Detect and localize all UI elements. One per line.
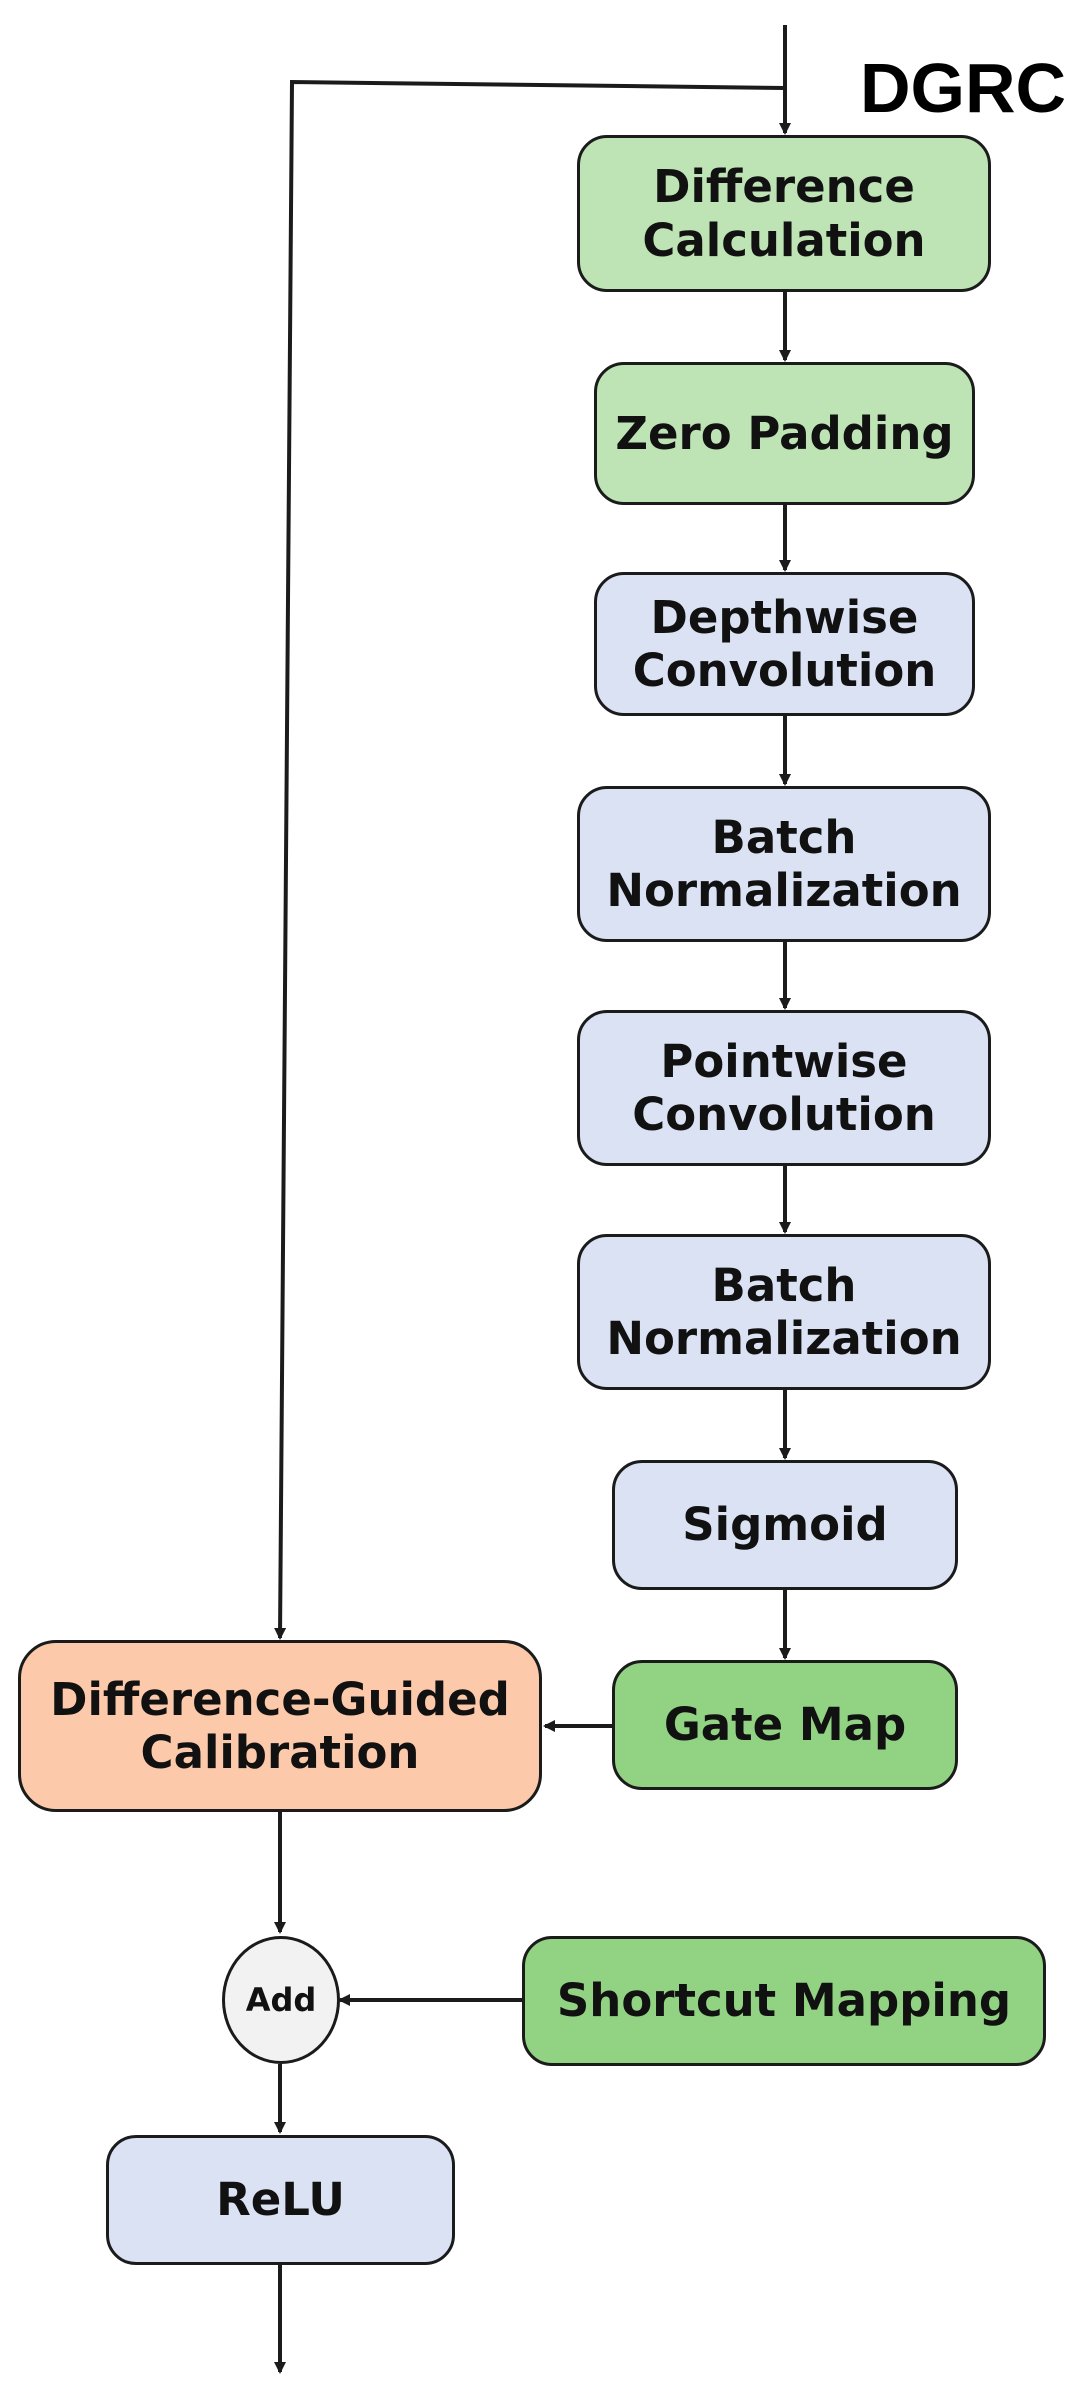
gate-map-block: Gate Map (612, 1660, 958, 1790)
skip-connection-arrow (274, 79, 786, 1640)
pointwise-convolution-block: Pointwise Convolution (577, 1010, 991, 1166)
depthwise-convolution-line-2: Convolution (632, 644, 937, 697)
difference-guided-calibration-block: Difference-Guided Calibration (18, 1640, 542, 1812)
depthwise-convolution-line-1: Depthwise (650, 590, 919, 644)
batch-normalization-1-line-1: Batch (711, 810, 857, 864)
batch-normalization-block-1: Batch Normalization (577, 786, 991, 942)
gate-map-label: Gate Map (663, 1698, 907, 1752)
depthwise-convolution-block: Depthwise Convolution (594, 572, 975, 716)
add-label: Add (245, 1981, 317, 2019)
add-node: Add (222, 1936, 340, 2064)
sigmoid-block: Sigmoid (612, 1460, 958, 1590)
sigmoid-label: Sigmoid (682, 1498, 888, 1552)
calibration-line-2: Calibration (140, 1726, 420, 1779)
difference-calculation-block: Difference Calculation (577, 135, 991, 292)
diagram-title: DGRC (860, 49, 1067, 127)
difference-calculation-line-1: Difference (653, 160, 915, 214)
batch-normalization-2-line-1: Batch (711, 1258, 857, 1312)
shortcut-mapping-block: Shortcut Mapping (522, 1936, 1046, 2066)
zero-padding-block: Zero Padding (594, 362, 975, 505)
batch-normalization-block-2: Batch Normalization (577, 1234, 991, 1390)
zero-padding-label: Zero Padding (615, 406, 954, 460)
relu-label: ReLU (216, 2173, 345, 2227)
pointwise-convolution-line-2: Convolution (632, 1088, 936, 1141)
pointwise-convolution-line-1: Pointwise (660, 1034, 908, 1088)
batch-normalization-2-line-2: Normalization (606, 1312, 962, 1365)
shortcut-mapping-label: Shortcut Mapping (556, 1974, 1012, 2028)
calibration-line-1: Difference-Guided (50, 1672, 510, 1726)
difference-calculation-line-2: Calculation (642, 213, 926, 267)
batch-normalization-1-line-2: Normalization (606, 864, 962, 917)
relu-block: ReLU (106, 2135, 455, 2265)
